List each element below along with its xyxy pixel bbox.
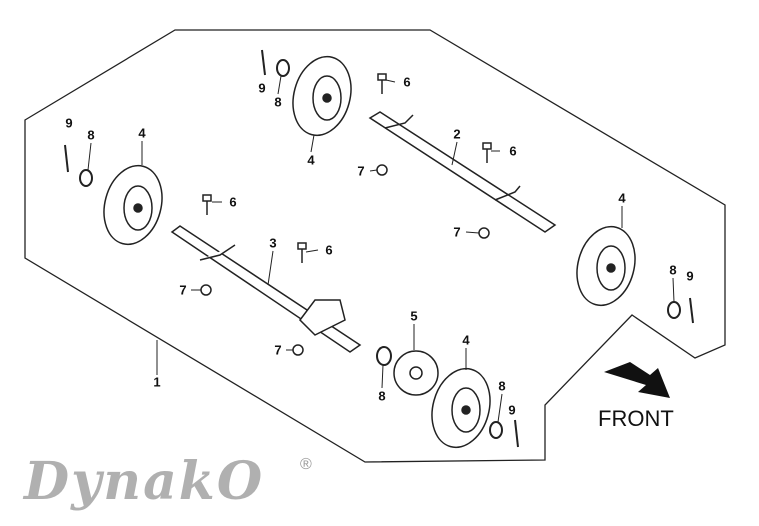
- axle-3: [170, 225, 362, 353]
- wheel-bottom: [431, 367, 491, 449]
- watermark: DynakO: [24, 451, 265, 512]
- front-label: FRONT: [598, 406, 674, 431]
- callout-1: 1: [153, 374, 161, 390]
- wheel-top: [292, 55, 352, 137]
- callout-8: 8: [378, 388, 386, 404]
- callout-6: 6: [403, 74, 411, 90]
- assembly-boundary: [24, 29, 726, 463]
- callout-9: 9: [686, 268, 694, 284]
- bolts-nuts: [200, 73, 492, 356]
- callout-8: 8: [669, 262, 677, 278]
- callout-7: 7: [357, 163, 365, 179]
- washers: [79, 59, 681, 439]
- axle-2: [368, 111, 557, 233]
- callout-4: 4: [462, 332, 470, 348]
- callout-8: 8: [87, 127, 95, 143]
- callout-2: 2: [453, 126, 461, 142]
- callout-4: 4: [307, 152, 315, 168]
- callout-4: 4: [618, 190, 626, 206]
- callout-6: 6: [509, 143, 517, 159]
- callout-9: 9: [65, 115, 73, 131]
- wheel-right: [576, 225, 636, 307]
- callout-8: 8: [274, 94, 282, 110]
- coupling-5: [393, 350, 439, 396]
- callout-7: 7: [274, 342, 282, 358]
- wheel-left: [103, 164, 163, 246]
- callout-4: 4: [138, 125, 146, 141]
- callout-3: 3: [269, 235, 277, 251]
- callout-7: 7: [179, 282, 187, 298]
- callout-6: 6: [325, 242, 333, 258]
- callout-5: 5: [410, 308, 418, 324]
- callout-8: 8: [498, 378, 506, 394]
- callout-9: 9: [258, 80, 266, 96]
- callout-9: 9: [508, 402, 516, 418]
- leader-lines: [87, 75, 675, 423]
- callout-6: 6: [229, 194, 237, 210]
- callout-7: 7: [453, 224, 461, 240]
- cotter-pins: [64, 49, 694, 448]
- front-arrow-icon: [604, 362, 670, 398]
- registered-mark: ®: [300, 456, 312, 473]
